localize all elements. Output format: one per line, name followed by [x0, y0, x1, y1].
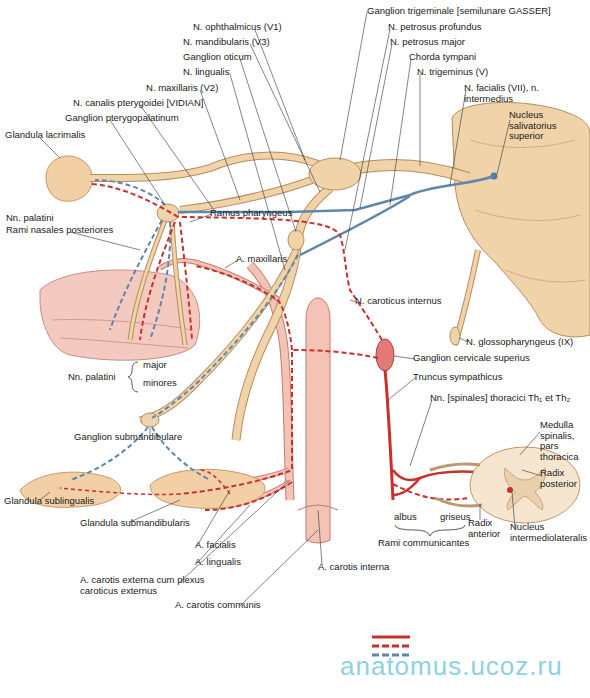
part-label: A. carotis interna	[318, 562, 428, 573]
sympathetic-fibers-part	[292, 350, 378, 358]
part-label: N. petrosus profundus	[388, 22, 518, 33]
sympathetic-fibers-part	[178, 217, 382, 340]
arteries-part	[298, 505, 338, 510]
part-label: N. mandibularis (V3)	[183, 37, 303, 48]
part-label: Nn. palatini	[68, 372, 130, 383]
part-label: major	[143, 360, 193, 371]
part-label: Ramus pharyngeus	[210, 208, 310, 219]
head-regions-part	[52, 319, 192, 348]
part-label: Glandula lacrimalis	[5, 130, 115, 141]
part-label: Rami communicantes	[378, 538, 488, 549]
parasympathetic-fibers-part	[178, 176, 494, 212]
sympathetic-fibers-part	[393, 484, 470, 499]
part-label: N. glossopharyngeus (IX)	[466, 337, 590, 348]
part-label: A. carotis communis	[175, 600, 295, 611]
sympathetic-fibers	[60, 184, 505, 510]
part-label: Nn. palatini	[6, 213, 106, 224]
parasympathetic-fibers	[70, 176, 494, 480]
cranial-nerves-part	[140, 245, 298, 420]
sympathetic-fibers-part	[195, 266, 292, 350]
part-label: Radix posterior	[540, 468, 590, 489]
cranial-nerves-part	[236, 188, 330, 440]
cranial-nerves-part	[90, 156, 318, 179]
brackets	[128, 362, 465, 536]
part-label: N. trigeminus (V)	[417, 67, 527, 78]
cranial-nerves-part	[140, 245, 298, 420]
part-label: Medulla spinalis, pars thoracica	[540, 420, 590, 463]
legend-samples-part	[372, 645, 410, 648]
part-label: Ganglion oticum	[183, 52, 293, 63]
brainstem	[452, 102, 590, 336]
part-label: Nucleus salivatorius superior	[509, 110, 589, 142]
sympathetic-fibers-part	[140, 222, 192, 340]
part-label: Radix anterior	[468, 518, 513, 539]
part-label: N. lingualis	[183, 67, 283, 78]
parasympathetic-fibers-part	[95, 180, 165, 205]
part-label: Glandula sublingualis	[4, 496, 124, 507]
cranial-nerves-part	[130, 220, 185, 345]
part-label: Glandula submandibularis	[80, 518, 220, 529]
part-label: A. facialis	[195, 540, 275, 551]
part-label: Nn. [spinales] thoracici Th₁ et Th₂	[430, 393, 590, 404]
spinal-cord-part	[430, 464, 482, 506]
part-label: Truncus sympathicus	[413, 372, 543, 383]
part-label: N. petrosus major	[390, 37, 510, 48]
sympathetic-fibers-part	[180, 352, 292, 510]
head-regions-part	[46, 156, 92, 201]
brackets-part	[395, 525, 465, 536]
part-label: Ganglion cervicale superius	[413, 353, 563, 364]
cranial-nerves-part	[130, 220, 185, 345]
cranial-nerves-part	[141, 413, 159, 427]
cranial-nerves-part	[180, 180, 312, 210]
part-label: N. maxillaris (V2)	[146, 83, 256, 94]
cranial-nerves-part	[180, 180, 312, 210]
legend-samples-part	[372, 636, 410, 639]
part-label: N. canalis pterygoidei [VIDIAN]	[73, 98, 253, 109]
parasympathetic-fibers-part	[152, 255, 298, 418]
sympathetic-fibers-part	[385, 370, 393, 500]
spinal-cord-part	[504, 468, 545, 510]
part-label: A. maxillaris	[236, 254, 326, 265]
part-label: minores	[143, 378, 203, 389]
brackets-part	[128, 362, 138, 392]
sympathetic-fibers-part	[92, 184, 178, 217]
part-label: Rami nasales posteriores	[6, 225, 136, 236]
part-label: A. lingualis	[195, 557, 275, 568]
part-label: Chorda tympani	[409, 52, 509, 63]
part-label: Ganglion pterygopalatinum	[65, 113, 215, 124]
part-label: N. ophthalmicus (V1)	[193, 22, 313, 33]
cranial-nerves-part	[288, 230, 304, 250]
part-label: Nucleus intermediolateralis	[510, 522, 590, 543]
watermark: anatomus.ucoz.ru	[340, 652, 590, 681]
brainstem-part	[452, 102, 590, 336]
sympathetic-fibers-part	[60, 470, 230, 495]
sympathetic-fibers-part	[376, 339, 394, 371]
part-label: Ganglion trigeminale [semilunare GASSER]	[367, 6, 587, 17]
part-label: N. caroticus internus	[355, 296, 485, 307]
cranial-nerves-part	[90, 156, 318, 179]
part-label: N. facialis (VII), n. intermedius	[464, 83, 576, 104]
cranial-nerves-part	[450, 327, 460, 345]
cranial-nerves-part	[236, 188, 330, 440]
parasympathetic-fibers-part	[300, 196, 410, 255]
parasympathetic-fibers-part	[110, 220, 170, 340]
part-label: Ganglion submandibulare	[74, 432, 214, 443]
brainstem-part	[470, 140, 585, 282]
part-label: albus	[394, 512, 434, 523]
part-label: A. carotis externa cum plexus caroticus …	[80, 575, 220, 596]
